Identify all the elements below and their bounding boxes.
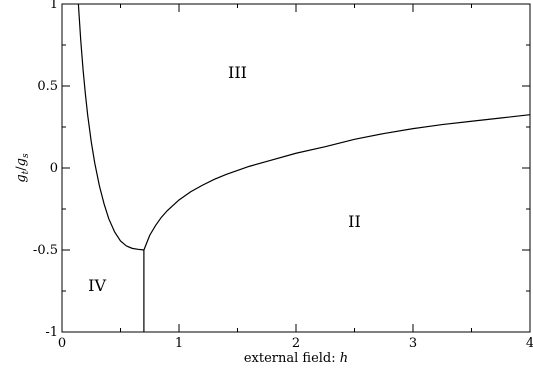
y-label-g2: g <box>14 158 29 166</box>
phase-boundary-1 <box>77 3 144 251</box>
x-tick-label: 0 <box>58 336 66 351</box>
x-axis-label: external field: h <box>244 351 348 366</box>
y-axis-label: gt/gs <box>14 153 31 183</box>
x-axis-label-text: external field: <box>244 351 340 366</box>
phase-boundaries <box>77 3 531 332</box>
y-tick-label: -1 <box>45 325 58 340</box>
y-tick-label: 0.5 <box>37 79 58 94</box>
y-label-sub-t: t <box>21 170 31 174</box>
y-tick-label: 1 <box>50 0 58 12</box>
x-tick-label: 1 <box>175 336 183 351</box>
region-label: II <box>348 212 361 231</box>
x-tick-label: 2 <box>292 336 300 351</box>
y-label-g1: g <box>14 174 29 182</box>
y-tick-label: -0.5 <box>33 243 58 258</box>
region-label: III <box>228 63 247 82</box>
x-tick-label: 4 <box>526 336 533 351</box>
y-label-sep: / <box>14 166 29 171</box>
y-tick-label: 0 <box>50 161 58 176</box>
phase-boundary-2 <box>143 114 531 251</box>
x-axis-label-var: h <box>340 351 348 366</box>
region-label: IV <box>88 276 106 295</box>
axis-ticks: 0 1 2 3 4 1 0.5 0 -0.5 -1 <box>33 0 533 351</box>
x-tick-label: 3 <box>409 336 417 351</box>
y-label-sub-s: s <box>21 153 31 158</box>
plot-frame <box>61 3 531 333</box>
